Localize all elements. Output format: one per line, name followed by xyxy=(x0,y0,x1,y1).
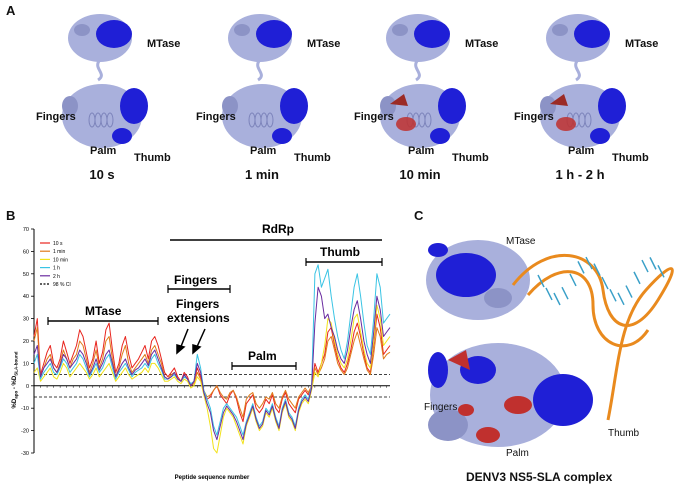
deuterium-difference-chart: %Dapo - %DSLA-bound -30 -20 -10 0 10 20 30 40 50… xyxy=(12,222,391,481)
series-line-2h xyxy=(33,286,391,441)
structure-2-thumb-label: Thumb xyxy=(294,152,331,164)
structure-4-fingers-label: Fingers xyxy=(514,111,554,123)
timepoint-label-3: 10 min xyxy=(399,167,441,182)
fingers-extensions-label-1: Fingers xyxy=(176,297,220,311)
series-line-10min xyxy=(33,304,391,454)
panel-c-letter: C xyxy=(414,208,424,223)
timepoint-label-4: 1 h - 2 h xyxy=(555,167,605,182)
structure-3-mtase-label: MTase xyxy=(465,38,499,50)
series-line-1min xyxy=(33,327,391,418)
panel-c-palm-label: Palm xyxy=(506,448,529,459)
structure-3-palm-label: Palm xyxy=(408,145,435,157)
y-tick-label: -30 xyxy=(21,451,29,457)
legend-label: 2 h xyxy=(53,274,60,280)
structure-4-thumb-label: Thumb xyxy=(612,152,649,164)
legend-label: 1 h xyxy=(53,266,60,272)
y-tick-label: 70 xyxy=(23,227,29,233)
y-axis-label: %Dapo - %DSLA-bound xyxy=(12,351,19,408)
structure-ribbon-4 xyxy=(540,14,626,148)
fingers-extension-arrows xyxy=(176,328,206,355)
structure-1-fingers-label: Fingers xyxy=(36,111,76,123)
structure-2-mtase-label: MTase xyxy=(307,38,341,50)
mtase-label: MTase xyxy=(85,304,122,318)
y-tick-label: 60 xyxy=(23,249,29,255)
panel-a-letter: A xyxy=(6,3,16,18)
fingers-label: Fingers xyxy=(174,273,218,287)
chart-legend: 10 s 1 min 10 min 1 h 2 h 98 % CI xyxy=(40,241,71,288)
structure-1-mtase-label: MTase xyxy=(147,38,181,50)
y-tick-label: -20 xyxy=(21,429,29,435)
legend-label: 10 s xyxy=(53,241,63,247)
y-tick-label: 10 xyxy=(23,361,29,367)
fingers-extensions-label-2: extensions xyxy=(167,311,230,325)
series-line-10s xyxy=(33,313,391,423)
structure-ribbon-3 xyxy=(380,14,466,148)
legend-label: 98 % CI xyxy=(53,282,71,288)
y-tick-label: 20 xyxy=(23,339,29,345)
timepoint-label-2: 1 min xyxy=(245,167,279,182)
structure-2-palm-label: Palm xyxy=(250,145,277,157)
ns5-sla-complex-structure xyxy=(426,240,674,447)
rdrp-label: RdRp xyxy=(262,222,294,236)
legend-label: 1 min xyxy=(53,249,65,255)
y-tick-label: 40 xyxy=(23,294,29,300)
y-tick-label: 0 xyxy=(26,384,29,390)
palm-label: Palm xyxy=(248,349,277,363)
series-line-1h xyxy=(33,264,391,436)
structure-2-fingers-label: Fingers xyxy=(196,111,236,123)
structure-1-palm-label: Palm xyxy=(90,145,117,157)
x-axis-label: Peptide sequence number xyxy=(175,475,250,481)
y-tick-label: 30 xyxy=(23,317,29,323)
panel-c-thumb-label: Thumb xyxy=(608,428,640,439)
structure-4-palm-label: Palm xyxy=(568,145,595,157)
y-tick-label: -10 xyxy=(21,406,29,412)
legend-label: 10 min xyxy=(53,257,68,263)
y-tick-label: 50 xyxy=(23,272,29,278)
panel-b-letter: B xyxy=(6,208,16,223)
structure-3-thumb-label: Thumb xyxy=(452,152,489,164)
structure-ribbon-1 xyxy=(62,14,148,148)
structure-4-mtase-label: MTase xyxy=(625,38,659,50)
panel-c-fingers-label: Fingers xyxy=(424,402,458,413)
panel-c-caption: DENV3 NS5-SLA complex xyxy=(466,470,613,484)
panel-c-mtase-label: MTase xyxy=(506,236,536,247)
timepoint-label-1: 10 s xyxy=(89,167,115,182)
structure-ribbon-2 xyxy=(222,14,308,148)
structure-3-fingers-label: Fingers xyxy=(354,111,394,123)
structure-1-thumb-label: Thumb xyxy=(134,152,171,164)
thumb-label: Thumb xyxy=(320,245,360,259)
